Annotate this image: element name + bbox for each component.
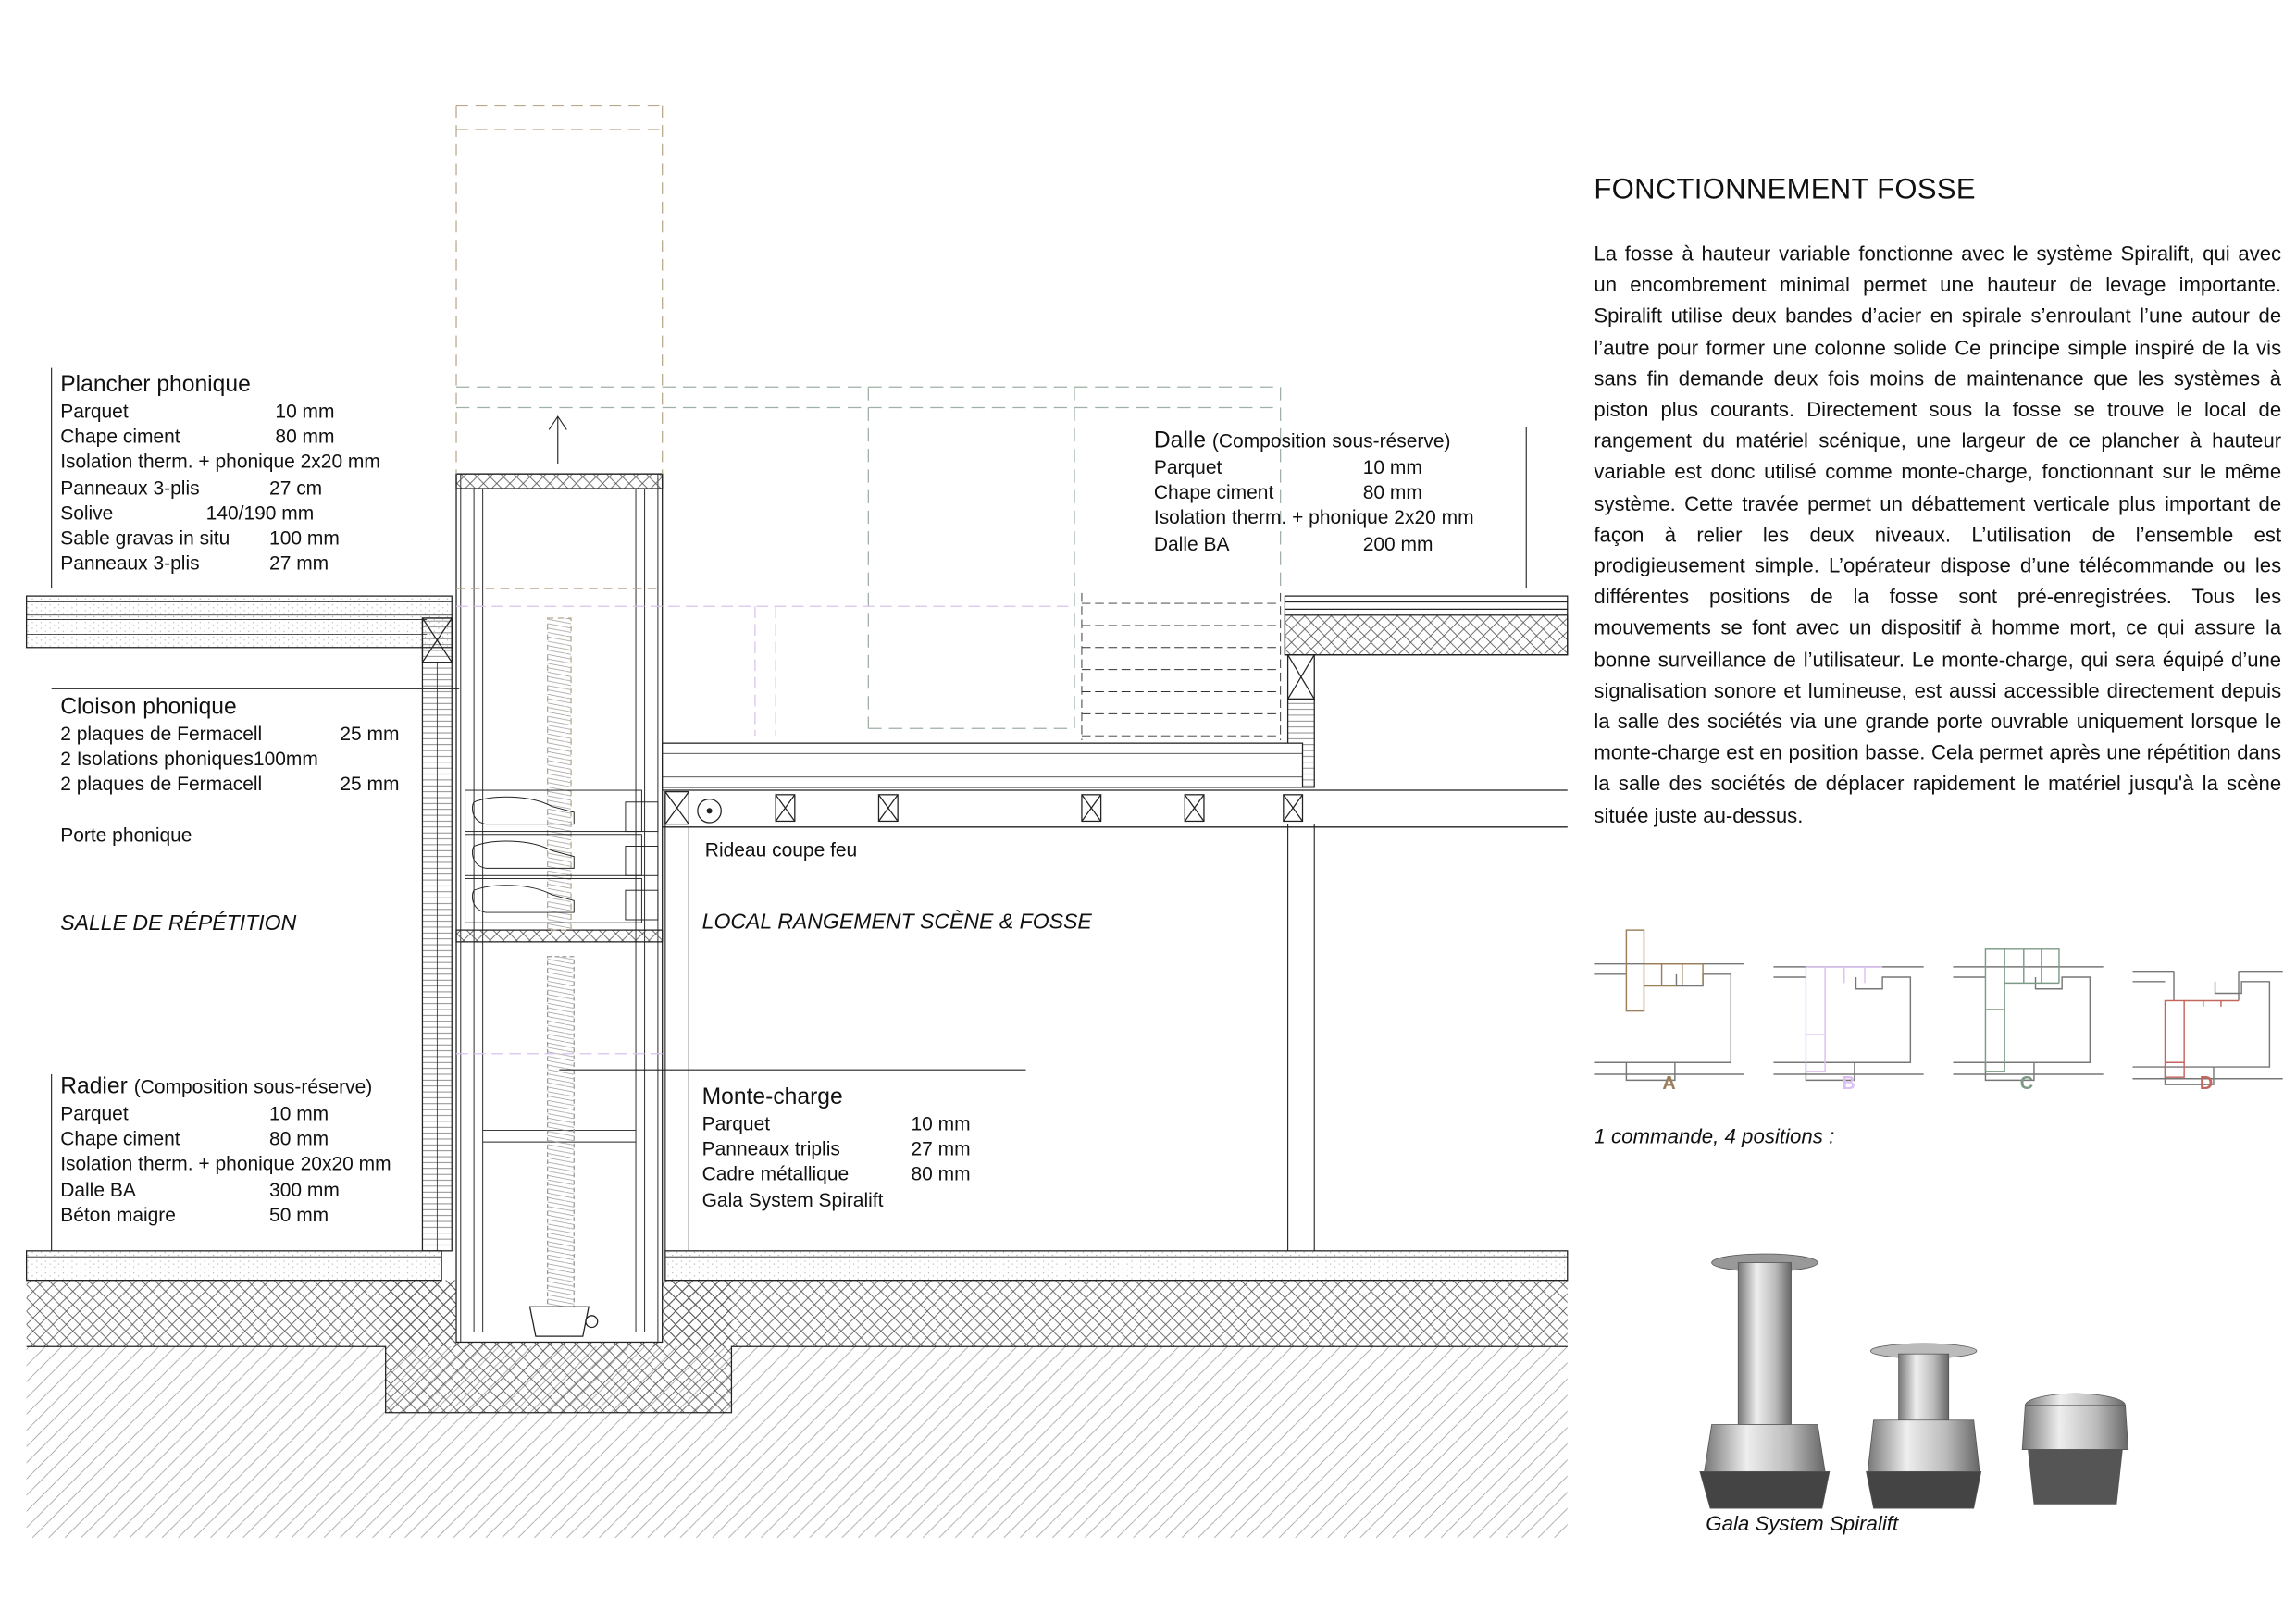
- row-label: Panneaux triplis: [701, 1137, 840, 1160]
- spiralift-small: [2021, 1393, 2129, 1505]
- row-value: 10 mm: [275, 400, 335, 423]
- row-label: Béton maigre: [60, 1203, 176, 1226]
- slab-hatch: [26, 1280, 1568, 1347]
- row-label: Parquet: [60, 1102, 129, 1125]
- position-label-c: C: [2019, 1072, 2034, 1094]
- row-label: Panneaux 3-plis: [60, 551, 200, 575]
- dalle-note: (Composition sous-réserve): [1211, 429, 1451, 452]
- room-local-rangement: LOCAL RANGEMENT SCÈNE & FOSSE: [701, 911, 1092, 935]
- row-label: 2 Isolations phoniques100mm: [60, 748, 318, 771]
- row-value: 10 mm: [911, 1112, 971, 1135]
- row-label: Parquet: [1153, 456, 1222, 478]
- row-label: Isolation therm. + phonique 2x20 mm: [1153, 506, 1474, 529]
- row-value: 140/190 mm: [205, 501, 315, 524]
- monte-charge-legend: Monte-charge Parquet 10 mm Panneaux tripl…: [701, 1084, 971, 1213]
- row-value: 80 mm: [275, 425, 335, 448]
- position-diagrams: [1594, 929, 2283, 1085]
- row-label: Dalle BA: [1153, 532, 1230, 554]
- stored-segments: [1081, 592, 1282, 740]
- row-value: 10 mm: [1362, 456, 1422, 478]
- ceiling-beams: [664, 790, 1304, 825]
- position-label-b: B: [1842, 1072, 1855, 1094]
- row-label: Isolation therm. + phonique 20x20 mm: [60, 1152, 391, 1175]
- row-value: 25 mm: [340, 773, 400, 796]
- row-label: Parquet: [701, 1112, 771, 1135]
- leader-lines: [51, 367, 1527, 1251]
- dalle-title: Dalle: [1153, 427, 1207, 453]
- row-value: 10 mm: [269, 1102, 329, 1125]
- radier-legend: Radier (Composition sous-réserve) Parque…: [60, 1072, 391, 1227]
- plancher-legend: Plancher phonique Parquet 10 mm Chape cim…: [60, 371, 380, 576]
- row-label: Gala System Spiralift: [701, 1188, 884, 1211]
- rideau-label: Rideau coupe feu: [704, 838, 858, 861]
- commande-caption: 1 commande, 4 positions :: [1594, 1124, 1835, 1148]
- row-value: 27 mm: [911, 1137, 971, 1160]
- row-value: 27 mm: [269, 551, 329, 575]
- row-value: 80 mm: [911, 1163, 971, 1185]
- cloison-title: Cloison phonique: [60, 694, 237, 720]
- row-label: Panneaux 3-plis: [60, 476, 200, 499]
- photo-caption: Gala System Spiralift: [1706, 1511, 1899, 1535]
- up-arrow-icon: [548, 415, 567, 464]
- row-label: Isolation therm. + phonique 2x20 mm: [60, 451, 380, 474]
- row-label: Chape ciment: [60, 1127, 180, 1150]
- porte-label: Porte phonique: [60, 824, 192, 847]
- plancher-title: Plancher phonique: [60, 372, 251, 398]
- panel-paragraph: La fosse à hauteur variable fonctionne a…: [1594, 241, 2282, 827]
- spiralift-large: [1699, 1253, 1831, 1509]
- fire-curtain-roll-icon: [697, 798, 722, 824]
- row-value: 80 mm: [1362, 481, 1422, 504]
- row-value: 27 cm: [269, 476, 323, 499]
- position-label-a: A: [1662, 1072, 1676, 1094]
- room-salle-repetition: SALLE DE RÉPÉTITION: [60, 912, 297, 936]
- row-value: 100 mm: [269, 527, 340, 550]
- row-label: Chape ciment: [60, 425, 180, 448]
- spiralift-medium: [1866, 1343, 1982, 1509]
- row-label: 2 plaques de Fermacell: [60, 722, 263, 745]
- row-label: Cadre métallique: [701, 1163, 850, 1185]
- row-label: Chape ciment: [1153, 481, 1274, 504]
- spiralift-photos: [1699, 1253, 2129, 1509]
- row-value: 50 mm: [269, 1203, 329, 1226]
- row-label: Sable gravas in situ: [60, 527, 230, 550]
- dalle-legend: Dalle (Composition sous-réserve) Parquet…: [1154, 427, 1474, 556]
- position-label-d: D: [2199, 1072, 2214, 1094]
- radier-note: (Composition sous-réserve): [133, 1075, 373, 1098]
- stacked-segments: [465, 789, 659, 923]
- row-label: Parquet: [60, 400, 129, 423]
- row-value: 25 mm: [340, 722, 400, 745]
- row-value: 300 mm: [269, 1178, 340, 1201]
- row-value: 200 mm: [1362, 532, 1433, 554]
- monte-charge-title: Monte-charge: [701, 1084, 843, 1110]
- panel-title: FONCTIONNEMENT FOSSE: [1594, 173, 1976, 206]
- row-value: 80 mm: [269, 1127, 329, 1150]
- radier-title: Radier: [60, 1073, 128, 1100]
- row-label: 2 plaques de Fermacell: [60, 773, 263, 796]
- row-label: Dalle BA: [60, 1178, 136, 1201]
- row-label: Solive: [60, 501, 114, 524]
- ground-hatch: [26, 1346, 1568, 1538]
